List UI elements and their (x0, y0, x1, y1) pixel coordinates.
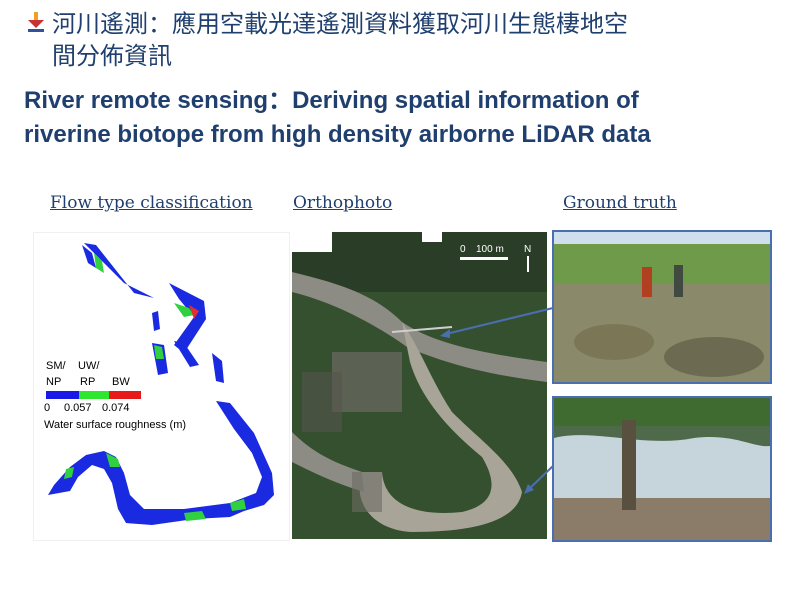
page-title-chinese: 河川遙測：應用空載光達遙測資料獲取河川生態棲地空 間分佈資訊 (52, 8, 772, 72)
ground-truth-photo-top (552, 230, 772, 384)
legend-cat1-line1: SM/ (46, 360, 66, 372)
scale-zero-label: 0 (460, 244, 466, 255)
legend-axis-label: Water surface roughness (m) (44, 419, 187, 431)
flow-classification-map: SM/ NP UW/ RP BW 0 0.057 0.074 Water sur… (33, 232, 290, 541)
north-label: N (524, 244, 531, 255)
river-survey-photo-2 (554, 398, 770, 540)
title-zh-line1: 河川遙測：應用空載光達遙測資料獲取河川生態棲地空 (52, 10, 628, 38)
caption-ground-truth: Ground truth (563, 193, 677, 213)
legend-cat2-line2: RP (80, 376, 96, 388)
ground-truth-photo-bottom (552, 396, 772, 542)
title-en-line2: riverine biotope from high density airbo… (24, 121, 651, 148)
legend-swatch-blue (46, 391, 79, 399)
legend-cat1-line2: NP (46, 376, 62, 388)
river-survey-photo-1 (554, 232, 770, 382)
scale-length-label: 100 m (476, 244, 504, 255)
caption-flow-type: Flow type classification (50, 193, 253, 213)
scale-bar: 0 100 m N (460, 244, 531, 272)
legend-swatch-green (79, 391, 109, 399)
page-title-english: River remote sensing：Deriving spatial in… (24, 84, 784, 152)
legend-tick-1: 0.057 (64, 402, 92, 414)
legend-tick-2: 0.074 (102, 402, 130, 414)
legend-tick-0: 0 (44, 402, 51, 414)
title-en-line1: River remote sensing：Deriving spatial in… (24, 87, 639, 114)
legend-cat2-line1: UW/ (78, 360, 100, 372)
arrow-to-top-photo (445, 307, 554, 335)
river-classification-shape (48, 243, 274, 525)
title-zh-line2: 間分佈資訊 (52, 42, 172, 70)
caption-orthophoto: Orthophoto (293, 193, 393, 213)
legend-swatch-red (109, 391, 141, 399)
orthophoto-image: 0 100 m N (292, 232, 547, 539)
arrow-to-bottom-photo (527, 465, 554, 491)
orthophoto-terrain (292, 232, 547, 539)
legend-cat3: BW (112, 376, 130, 388)
bullet-icon (28, 12, 44, 32)
